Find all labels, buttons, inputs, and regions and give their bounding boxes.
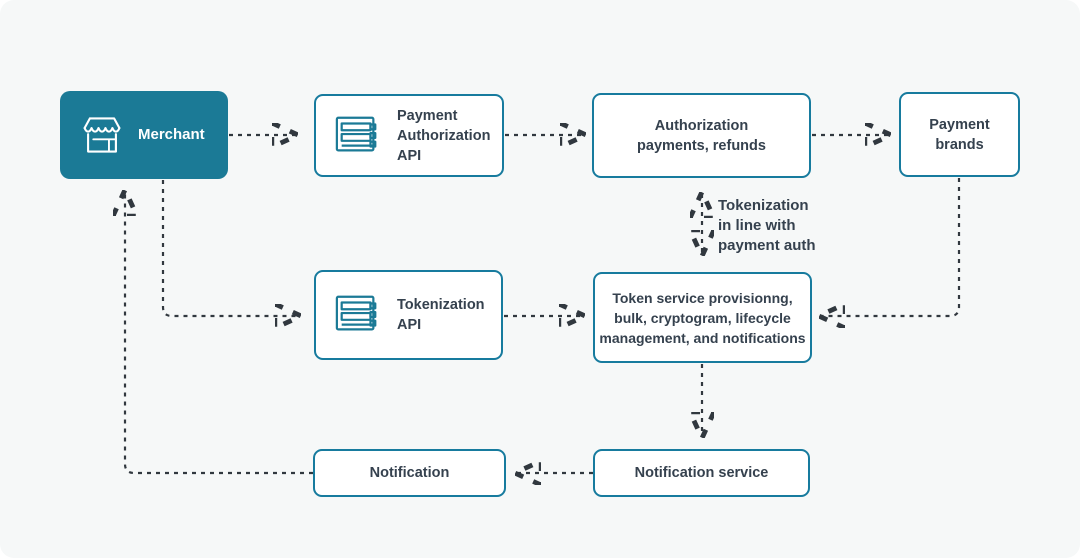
notification-label: Notification — [369, 465, 450, 481]
node-authorization-payments-refunds: Authorization payments, refunds — [592, 93, 811, 178]
api-server-icon — [335, 295, 377, 331]
storefront-icon — [83, 117, 121, 153]
token-service-label: Token service provisionng, bulk, cryptog… — [599, 289, 806, 346]
authorization-label: Authorization payments, refunds — [637, 117, 766, 154]
node-merchant: Merchant — [60, 91, 228, 179]
node-payment-brands: Payment brands — [899, 92, 1020, 177]
arrow-notification-to-merchant — [125, 192, 313, 475]
merchant-label: Merchant — [138, 126, 205, 143]
node-notification: Notification — [313, 449, 506, 497]
payment-auth-api-label: Payment Authorization API — [397, 107, 491, 164]
node-token-service: Token service provisionng, bulk, cryptog… — [593, 272, 812, 363]
node-notification-service: Notification service — [593, 449, 810, 497]
node-tokenization-api: Tokenization API — [314, 270, 503, 360]
annotation-tokenization-inline: Tokenization in line with payment auth — [718, 197, 816, 254]
arrow-payment-brands-to-token-service — [821, 178, 961, 316]
arrow-merchant-to-tokenization-api — [161, 180, 299, 316]
notification-service-label: Notification service — [634, 465, 769, 481]
node-payment-authorization-api: Payment Authorization API — [314, 94, 504, 177]
payment-brands-label: Payment brands — [929, 116, 990, 153]
tokenization-api-label: Tokenization API — [397, 297, 485, 333]
api-server-icon — [335, 116, 377, 152]
